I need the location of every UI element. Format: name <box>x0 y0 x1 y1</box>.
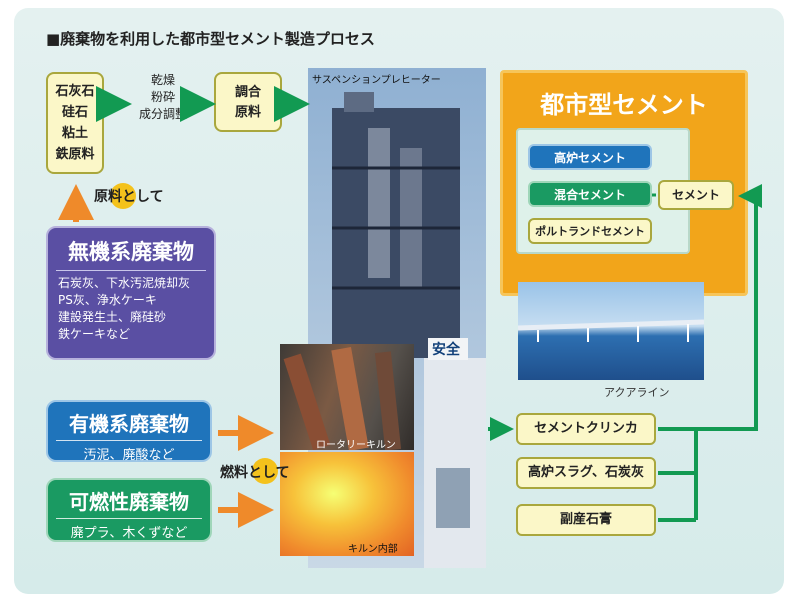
blast-furnace-cement: 高炉セメント <box>528 144 652 170</box>
raw-material-limestone: 石灰石 <box>55 84 95 99</box>
divider <box>56 270 206 271</box>
aqualine-bridge-photo <box>517 282 705 380</box>
inorganic-line-3: 建設発生土、廃硅砂 <box>58 310 167 324</box>
safety-sign-board <box>428 338 468 360</box>
cyclone-2 <box>400 148 422 288</box>
as-fuel-label: 燃料として <box>220 465 290 481</box>
bridge-deck <box>517 319 705 331</box>
portland-cement: ポルトランドセメント <box>528 218 652 244</box>
as-raw-material-label: 原料として <box>94 189 164 205</box>
urban-cement-heading: 都市型セメント <box>540 91 708 119</box>
page-title: ■廃棄物を利用した都市型セメント製造プロセス <box>46 30 375 48</box>
inorganic-line-4: 鉄ケーキなど <box>58 327 131 341</box>
organic-heading: 有機系廃棄物 <box>69 412 189 436</box>
raw-material-iron: 鉄原料 <box>55 147 95 162</box>
gypsum-box: 副産石膏 <box>516 504 656 536</box>
clinker-box: セメントクリンカ <box>516 413 656 445</box>
preheater-label: サスペンションプレヒーター <box>312 75 441 86</box>
divider <box>56 440 202 441</box>
divider <box>56 518 202 519</box>
rotary-kiln-drawing <box>283 347 402 451</box>
organic-sub: 汚泥、廃酸など <box>83 448 175 463</box>
raw-material-clay: 粘土 <box>61 126 88 141</box>
raw-material-silica: 硅石 <box>61 105 88 120</box>
rotary-kiln-photo <box>280 344 414 451</box>
cyclone-1 <box>368 128 390 278</box>
raw-materials-box: 石灰石 硅石 粘土 鉄原料 <box>46 72 104 174</box>
kiln-inside-label: キルン内部 <box>348 544 398 555</box>
raw-label-circle <box>110 183 136 209</box>
fuel-label-circle <box>252 458 278 484</box>
combustible-waste-box: 可燃性廃棄物 廃プラ、木くずなど <box>46 478 212 542</box>
step-grinding: 粉砕 <box>150 90 175 104</box>
kiln-tube-1 <box>283 353 331 451</box>
rotary-kiln-label: ロータリーキルン <box>316 440 396 451</box>
inorganic-heading: 無機系廃棄物 <box>68 240 194 264</box>
mix-line-1: 調合 <box>234 85 261 100</box>
mixed-cement: 混合セメント <box>528 181 652 207</box>
building <box>424 358 486 568</box>
process-steps: 乾燥 粉砕 成分調整 <box>130 72 196 123</box>
arrow-products-to-cement <box>658 184 762 431</box>
aqualine-label: アクアライン <box>604 386 670 399</box>
safety-sign-text: 安全 <box>432 341 461 358</box>
inorganic-line-2: PS灰、浄水ケーキ <box>58 293 157 307</box>
cement-box: セメント <box>658 180 734 210</box>
inorganic-waste-box: 無機系廃棄物 石炭灰、下水汚泥焼却灰 PS灰、浄水ケーキ 建設発生土、廃硅砂 鉄… <box>46 226 216 360</box>
inorganic-line-1: 石炭灰、下水汚泥焼却灰 <box>58 276 191 290</box>
step-adjust: 成分調整 <box>138 107 187 121</box>
building-window <box>436 468 470 528</box>
mix-line-2: 原料 <box>234 105 261 120</box>
combustible-sub: 廃プラ、木くずなど <box>70 526 188 541</box>
preheater-photo: 安全 <box>308 68 486 568</box>
kiln-tube-3 <box>374 351 402 451</box>
step-drying: 乾燥 <box>150 73 175 87</box>
tower-structure <box>332 108 460 358</box>
slag-ash-box: 高炉スラグ、石炭灰 <box>516 457 656 489</box>
kiln-inside-photo <box>280 452 414 556</box>
bridge-drawing <box>517 319 705 342</box>
tower-top <box>344 92 374 112</box>
kiln-tube-2 <box>331 347 369 451</box>
organic-waste-box: 有機系廃棄物 汚泥、廃酸など <box>46 400 212 463</box>
combustible-heading: 可燃性廃棄物 <box>69 490 189 514</box>
